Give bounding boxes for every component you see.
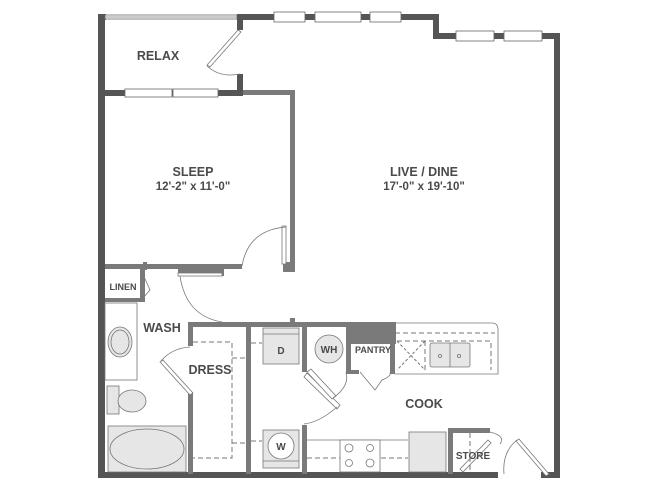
linen-label: LINEN (110, 282, 137, 292)
dress-label: DRESS (188, 363, 231, 377)
exterior-walls (98, 14, 560, 478)
sleep-label: SLEEP (173, 165, 214, 179)
live-dine-dimensions: 17'-0" x 19'-10" (383, 181, 465, 193)
store-label: STORE (456, 451, 491, 462)
sleep-dimensions: 12'-2" x 11'-0" (156, 181, 231, 193)
cook-label: COOK (405, 397, 443, 411)
dryer-label: D (277, 346, 284, 357)
entry-door (503, 438, 550, 477)
windows (104, 11, 543, 98)
dress-shelves (193, 341, 246, 459)
live-dine-label: LIVE / DINE (390, 165, 458, 179)
store-door (459, 431, 503, 473)
wash-door (177, 272, 223, 323)
relax-label: RELAX (137, 49, 180, 63)
interior-walls (105, 90, 490, 474)
pantry-label: PANTRY (355, 345, 391, 355)
dress-door (159, 346, 194, 396)
washer-label: W (276, 442, 286, 453)
linen-door (140, 269, 151, 299)
kitchen-fixtures (307, 322, 499, 473)
wash-fixtures (104, 302, 187, 473)
water-heater-label: WH (321, 345, 338, 356)
sleep-door (241, 225, 287, 267)
wash-label: WASH (143, 321, 181, 335)
room-labels: RELAX SLEEP 12'-2" x 11'-0" LIVE / DINE … (110, 49, 491, 462)
laundry-door (303, 372, 341, 425)
laundry-fixtures (251, 327, 344, 469)
wh-closet-door (306, 368, 348, 400)
relax-door (206, 29, 242, 76)
pantry-door (359, 371, 391, 391)
